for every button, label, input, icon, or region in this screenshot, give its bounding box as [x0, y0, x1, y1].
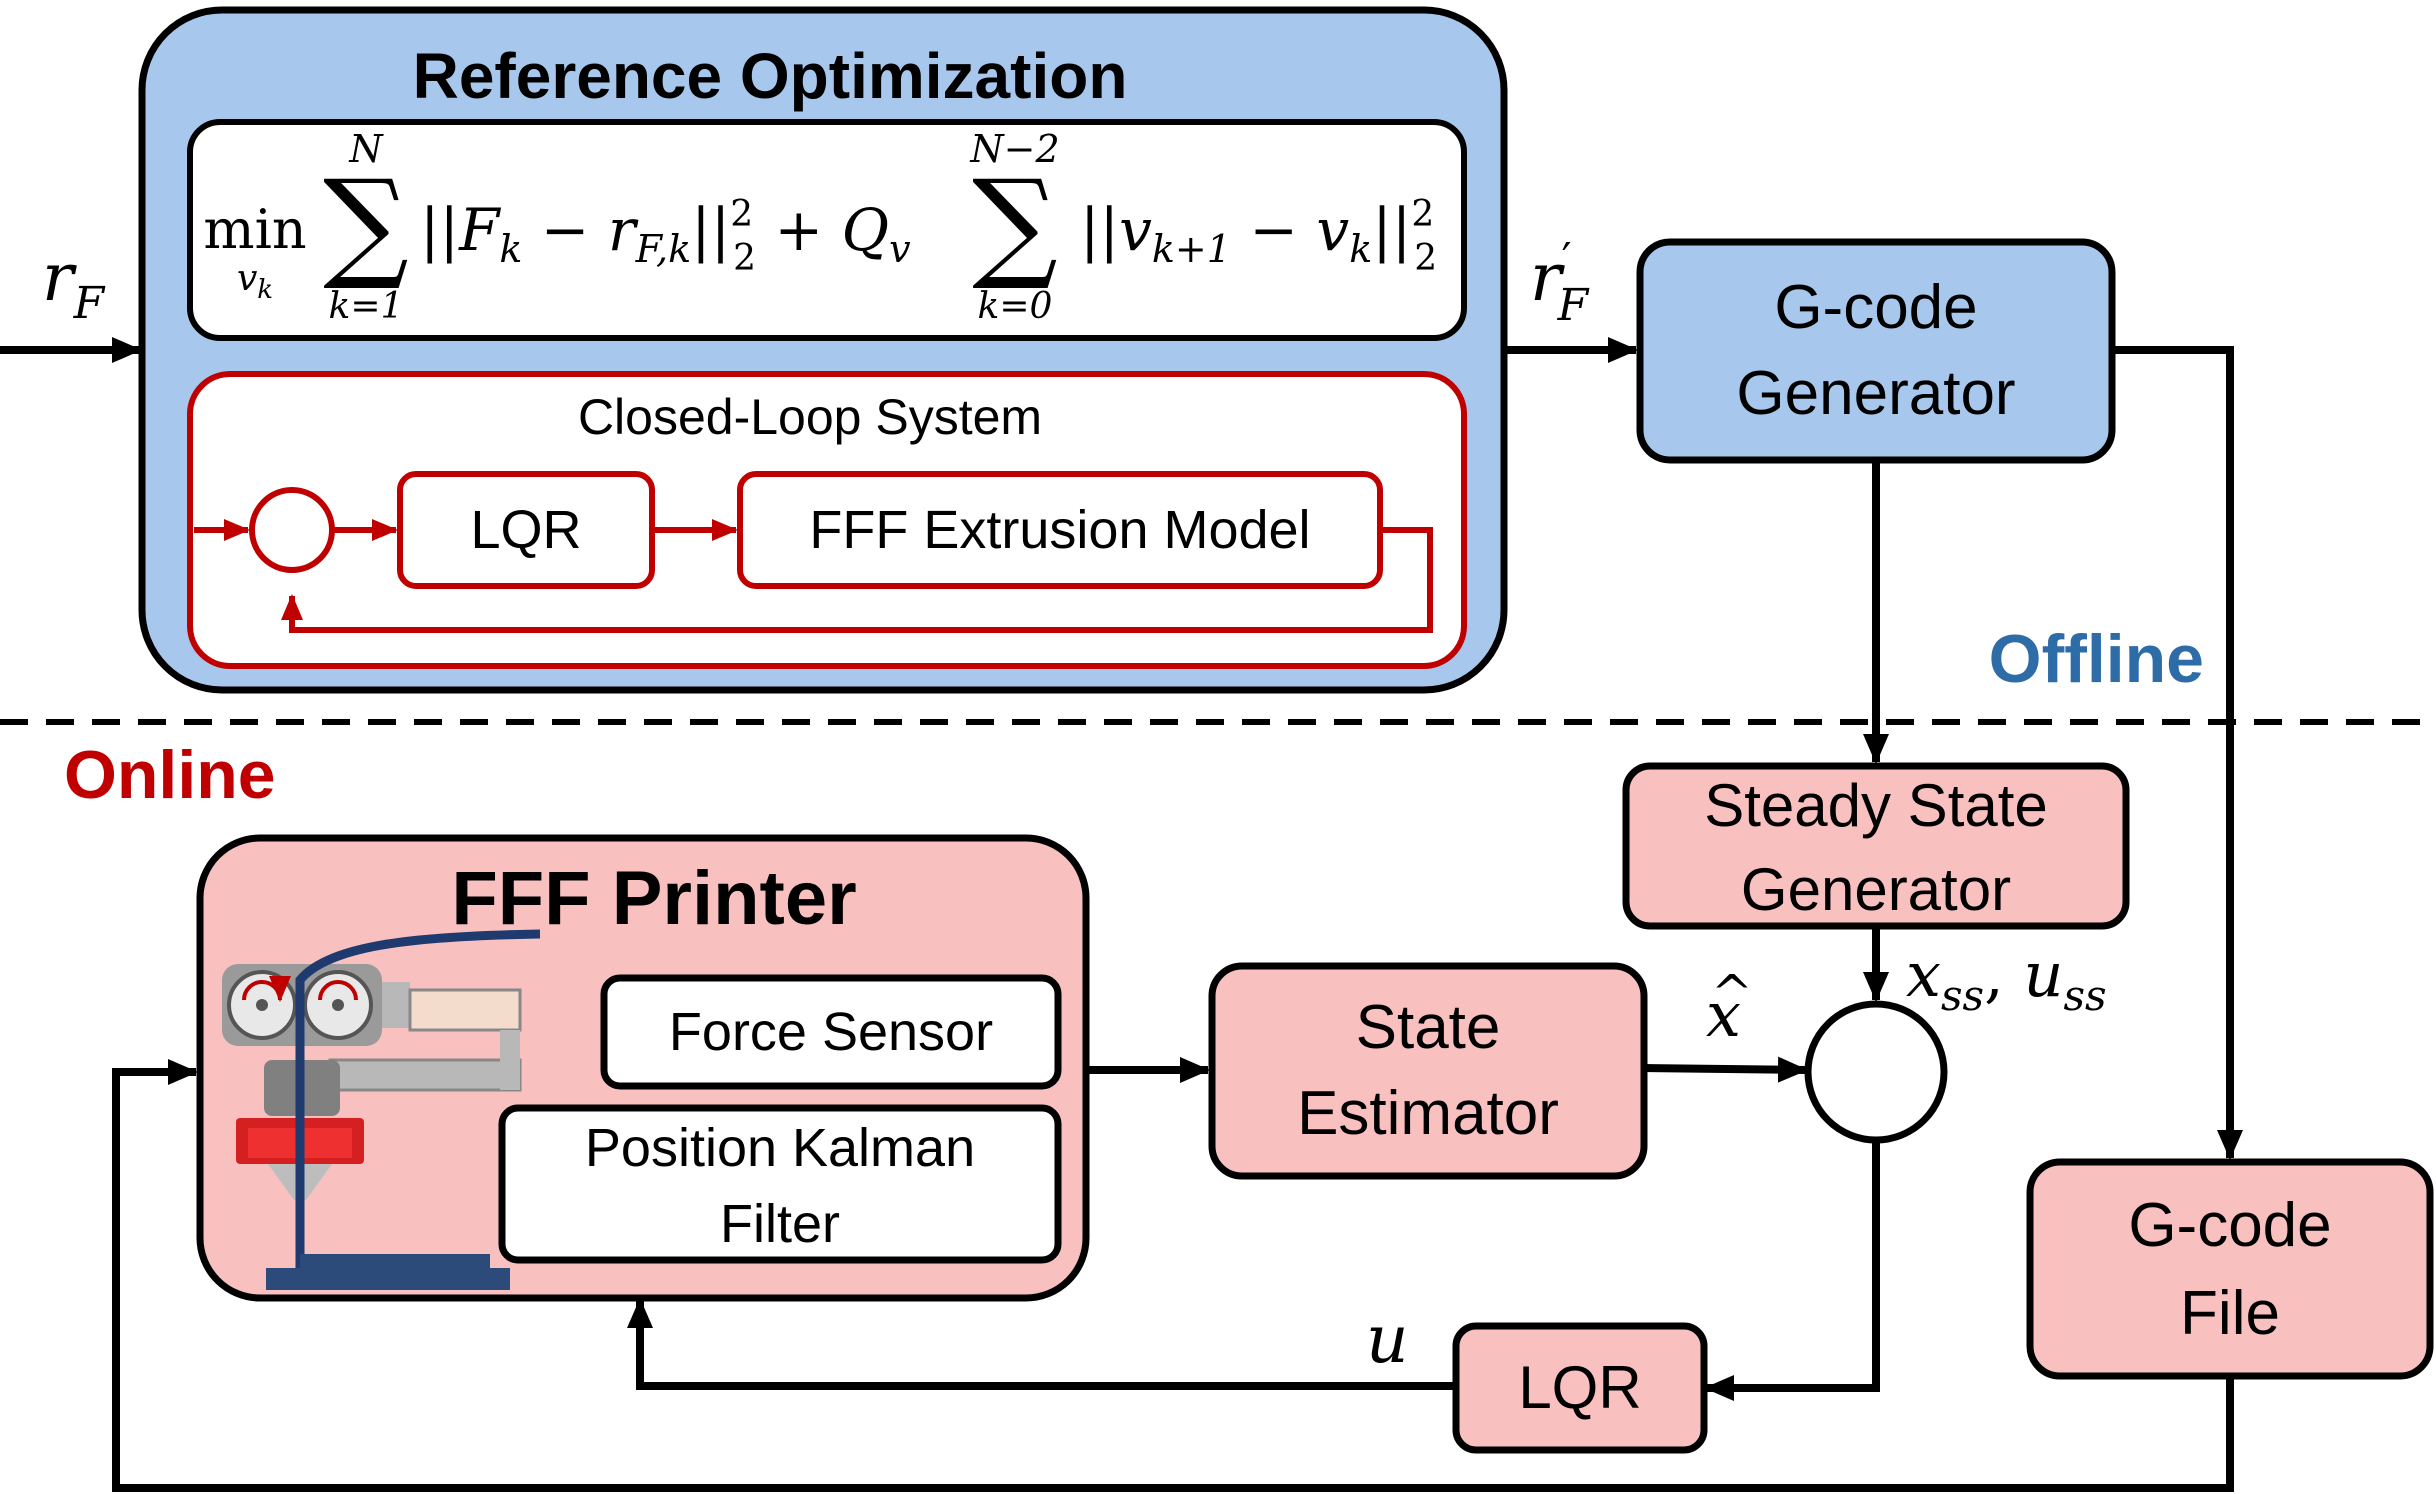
- closed-loop-title: Closed-Loop System: [578, 389, 1042, 445]
- input-reference-label: rF: [42, 239, 106, 329]
- force-sensor-label: Force Sensor: [669, 1002, 993, 1062]
- lqr-block: LQR: [1452, 1322, 1708, 1454]
- formula-sum1-lower: k=1: [329, 286, 404, 327]
- steady-state-generator-block: Steady State Generator: [1622, 762, 2130, 930]
- kalman-filter-block: [498, 1104, 1062, 1264]
- summing-junction: [1804, 1000, 1948, 1144]
- state-estimator-line2: Estimator: [1297, 1079, 1559, 1148]
- reference-optimization-title: Reference Optimization: [413, 40, 1128, 112]
- reference-optimization-block: Reference Optimization min vk N ∑ k=1 ||…: [138, 6, 1508, 694]
- gcode-generator-line1: G-code: [1774, 273, 1977, 342]
- formula-min-sub: vk: [237, 258, 273, 305]
- kalman-filter-line2: Filter: [720, 1194, 840, 1254]
- state-estimator-line1: State: [1356, 993, 1501, 1062]
- gcode-file-block: G-code File: [2026, 1158, 2434, 1380]
- kalman-filter-line1: Position Kalman: [585, 1118, 975, 1178]
- control-signal-label: u: [1366, 1301, 1409, 1378]
- fff-printer-block: FFF Printer: [196, 834, 1090, 1302]
- closed-loop-system: Closed-Loop System LQR FFF Extrusion Mod…: [187, 371, 1467, 669]
- formula-sum2-symbol: ∑: [972, 155, 1058, 294]
- estimator-to-junction-arrow: [1643, 1056, 1808, 1083]
- printer-illustration: [222, 929, 541, 1290]
- gcode-file-line1: G-code: [2128, 1191, 2331, 1260]
- formula-sum1-symbol: ∑: [323, 155, 409, 294]
- online-label: Online: [64, 737, 276, 813]
- optimized-reference-label: r′F: [1530, 234, 1590, 331]
- gcode-file-line2: File: [2180, 1279, 2280, 1348]
- junction-to-lqr-arrow: [1704, 1140, 1880, 1401]
- formula-sum2-lower: k=0: [978, 286, 1053, 327]
- generator-to-file-arrow: [2112, 346, 2243, 1160]
- inner-lqr-label: LQR: [470, 500, 581, 560]
- lqr-to-printer-arrow: [627, 1298, 1456, 1390]
- summing-junction-inner: [249, 487, 335, 573]
- fff-printer-title: FFF Printer: [451, 856, 856, 941]
- lqr-label: LQR: [1518, 1354, 1641, 1421]
- state-estimate-label: x^: [1706, 964, 1753, 1051]
- steady-state-line1: Steady State: [1704, 772, 2048, 839]
- extrusion-model-label: FFF Extrusion Model: [809, 500, 1310, 560]
- steady-state-signal-label: xss, uss: [1906, 938, 2107, 1020]
- formula-min: min: [203, 198, 306, 261]
- gcode-generator-block: G-code Generator: [1636, 238, 2116, 464]
- force-sensor-block: [600, 974, 1062, 1090]
- steady-state-line2: Generator: [1741, 856, 2011, 923]
- file-to-printer-arrow: [112, 1059, 2234, 1492]
- formula-sum1-upper: N: [348, 127, 384, 171]
- gcode-generator-line2: Generator: [1736, 359, 2015, 428]
- offline-label: Offline: [1989, 621, 2204, 697]
- state-estimator-block: State Estimator: [1208, 962, 1648, 1180]
- formula-sum2-upper: N−2: [969, 127, 1059, 171]
